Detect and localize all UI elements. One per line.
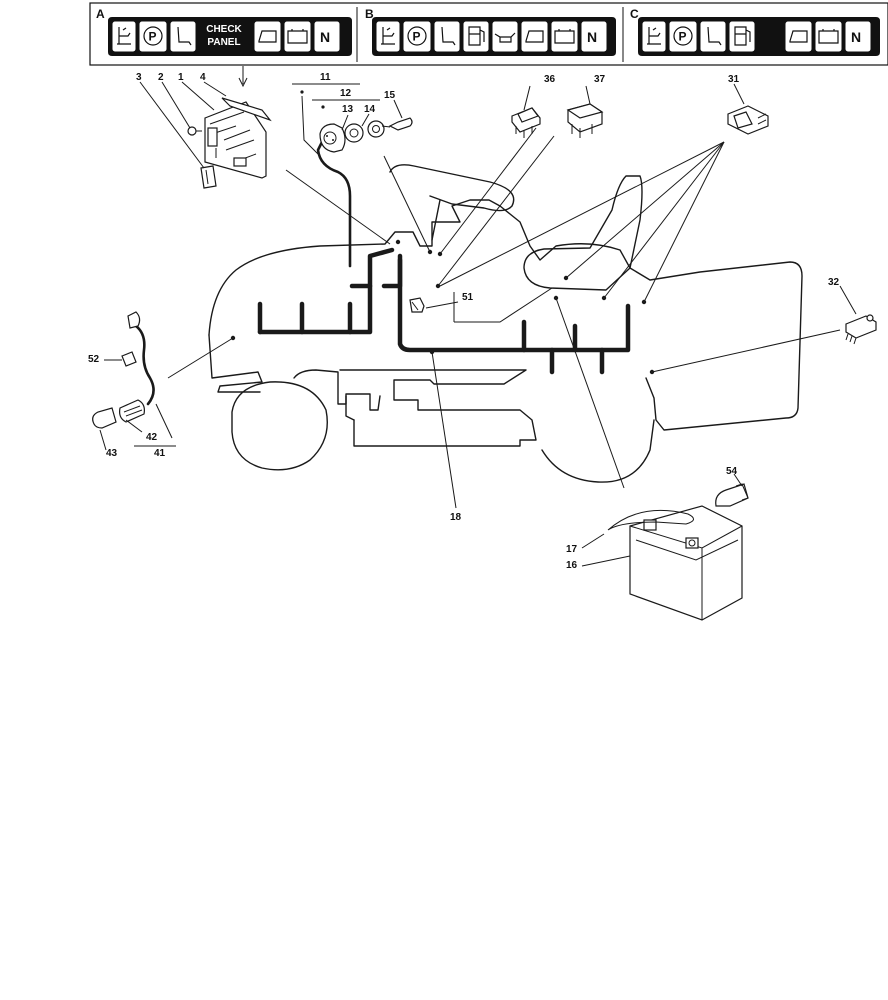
grass-bag-icon xyxy=(784,20,813,53)
neutral-icon: N xyxy=(313,20,341,53)
parking-brake-icon: P xyxy=(138,20,168,53)
fuel-icon xyxy=(728,20,756,53)
neutral-letter: N xyxy=(851,29,861,45)
ref-dot xyxy=(300,90,304,94)
part-54-terminal-cover xyxy=(715,483,749,507)
grass-bag-icon xyxy=(253,20,282,53)
svg-text:P: P xyxy=(149,30,157,44)
callout-43: 43 xyxy=(106,448,118,459)
parking-brake-icon: P xyxy=(668,20,698,53)
panel-c: C P N xyxy=(630,7,880,56)
part-13-ignition-switch xyxy=(319,123,346,153)
callout-16: 16 xyxy=(566,560,578,571)
svg-text:P: P xyxy=(679,30,687,44)
callout-54: 54 xyxy=(726,466,738,477)
neutral-icon: N xyxy=(844,20,872,53)
part-1-circuit-board xyxy=(204,101,267,179)
part-4-label xyxy=(221,97,272,122)
panel-a: A P CHECK PANEL N xyxy=(96,7,352,56)
leader-lines xyxy=(99,81,857,567)
part-2-screw xyxy=(187,126,202,136)
battery-icon xyxy=(283,20,312,53)
callout-12: 12 xyxy=(340,88,352,99)
battery-icon xyxy=(550,20,579,53)
seat-heat-icon xyxy=(375,20,401,53)
callout-3: 3 xyxy=(136,72,142,83)
panel-c-letter: C xyxy=(630,7,639,21)
panel-b-letter: B xyxy=(365,7,374,21)
panel-pointer xyxy=(238,66,248,88)
part-31-seat-switch xyxy=(727,105,769,135)
parking-brake-icon: P xyxy=(402,20,432,53)
fuel-icon xyxy=(462,20,490,53)
callout-51: 51 xyxy=(462,292,474,303)
check-panel-text-2: PANEL xyxy=(207,37,240,48)
seat-heat-icon xyxy=(111,20,137,53)
neutral-letter: N xyxy=(587,29,597,45)
panel-b: B P xyxy=(365,7,616,56)
callout-2: 2 xyxy=(158,72,164,83)
part-3-block xyxy=(200,165,217,189)
svg-text:P: P xyxy=(413,30,421,44)
battery-icon xyxy=(814,20,843,53)
callout-31: 31 xyxy=(728,74,740,85)
part-43-bulb xyxy=(92,407,117,429)
callout-1: 1 xyxy=(178,72,184,83)
panel-a-letter: A xyxy=(96,7,105,21)
seat-icon xyxy=(433,20,461,53)
grass-bag-icon xyxy=(520,20,549,53)
part-17-battery-strap xyxy=(607,509,694,531)
tractor-outline xyxy=(208,164,803,483)
part-14-nut xyxy=(344,120,385,143)
callout-32: 32 xyxy=(828,277,840,288)
panel-frame xyxy=(89,2,888,66)
part-32-microswitch xyxy=(845,314,877,345)
neutral-icon: N xyxy=(580,20,608,53)
seat-icon xyxy=(699,20,727,53)
part-52-clip xyxy=(121,351,137,367)
check-panel-text-1: CHECK xyxy=(206,24,242,35)
part-42-bulb-socket xyxy=(119,399,145,423)
callout-14: 14 xyxy=(364,104,376,115)
neutral-letter: N xyxy=(320,29,330,45)
part-51-connector xyxy=(409,297,425,313)
callout-15: 15 xyxy=(384,90,396,101)
oil-can-icon xyxy=(491,20,519,53)
part-16-battery xyxy=(629,505,743,621)
callout-labels: 1 2 3 4 11 12 13 14 15 36 37 31 32 51 52… xyxy=(88,72,840,571)
callout-11: 11 xyxy=(320,72,331,83)
part-41-headlight-cable xyxy=(127,311,155,406)
part-36-rocker-switch xyxy=(511,107,541,138)
seat-icon xyxy=(169,20,197,53)
callout-17: 17 xyxy=(566,544,578,555)
part-15-ignition-key xyxy=(381,117,413,131)
leader-dot xyxy=(230,335,236,341)
callout-4: 4 xyxy=(200,72,206,83)
ref-dot xyxy=(321,105,325,109)
callout-52: 52 xyxy=(88,354,100,365)
callout-42: 42 xyxy=(146,432,158,443)
seat-heat-icon xyxy=(641,20,667,53)
callout-37: 37 xyxy=(594,74,606,85)
callout-13: 13 xyxy=(342,104,354,115)
callout-18: 18 xyxy=(450,512,462,523)
callout-36: 36 xyxy=(544,74,556,85)
wiring-harness xyxy=(257,136,631,375)
part-37-relay xyxy=(566,103,604,138)
leader xyxy=(167,337,234,379)
callout-41: 41 xyxy=(154,448,166,459)
